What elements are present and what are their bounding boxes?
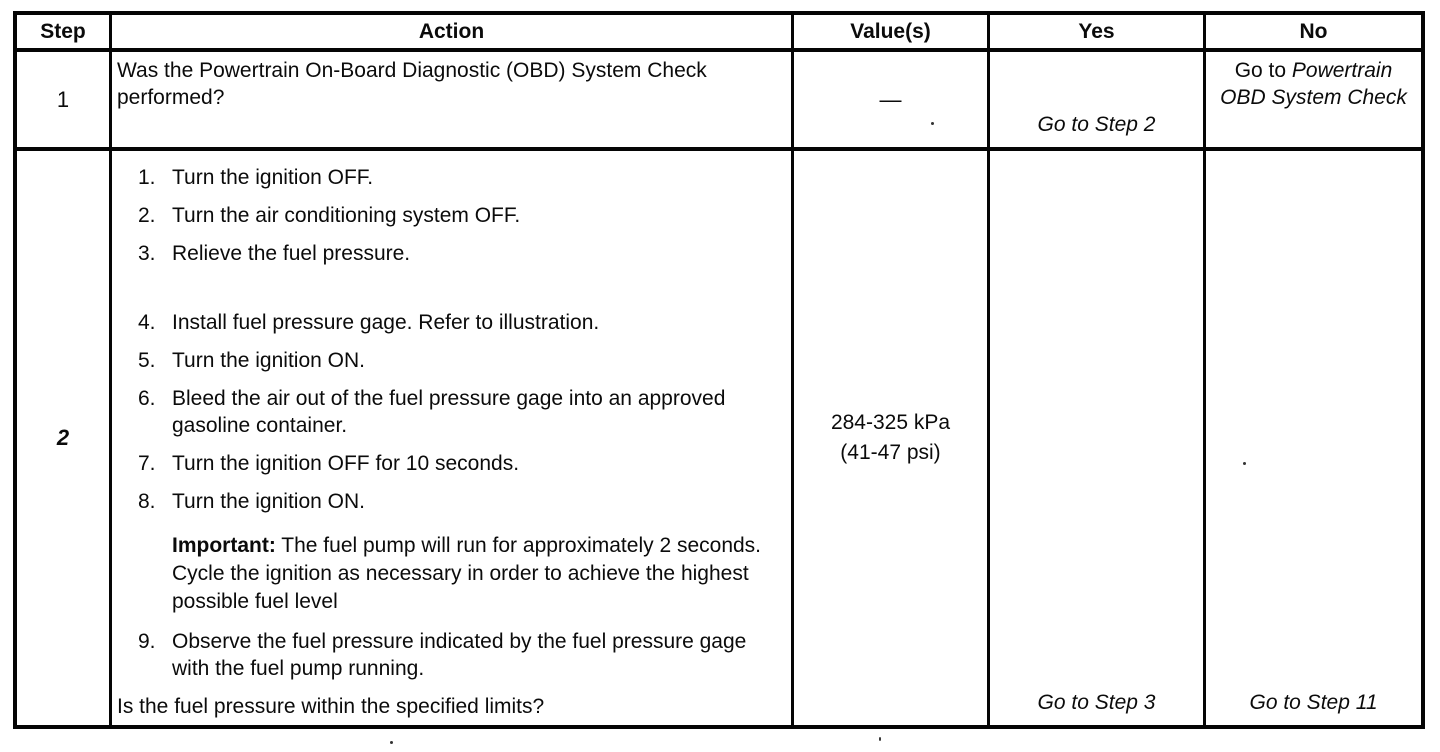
item-number: 8. (138, 490, 156, 513)
item-text: Turn the ignition OFF for 10 seconds. (172, 452, 520, 475)
no-goto: Go to Step 11 (1249, 691, 1378, 714)
item-text: Turn the ignition OFF. (172, 166, 374, 189)
list-item: 1. Turn the ignition OFF. (138, 164, 783, 191)
row2-yes-cell: Go to Step 3 (990, 151, 1206, 725)
item-number: 1. (138, 166, 156, 189)
row1-step-cell: 1 (17, 52, 112, 151)
value-psi: (41-47 psi) (840, 441, 941, 464)
no-goto-prefix: Go to (1234, 59, 1292, 82)
list-item: 8. Turn the ignition ON. (138, 488, 783, 515)
header-action: Action (112, 15, 794, 52)
item-text: Turn the ignition ON. (172, 490, 365, 513)
item-number: 5. (138, 349, 156, 372)
action-question: Was the Powertrain On-Board Diagnostic (… (117, 59, 707, 109)
list-item: 4. Install fuel pressure gage. Refer to … (138, 309, 783, 336)
important-note: Important: The fuel pump will run for ap… (172, 532, 783, 616)
header-value: Value(s) (794, 15, 990, 52)
item-number: 6. (138, 387, 156, 410)
diagnostic-table: Step Action Value(s) Yes No 1 Was the Po… (13, 11, 1425, 729)
yes-goto: Go to Step 3 (1037, 691, 1156, 714)
item-text: Turn the air conditioning system OFF. (172, 204, 521, 227)
header-step: Step (17, 15, 112, 52)
scan-speck (1243, 462, 1246, 465)
list-item: 2. Turn the air conditioning system OFF. (138, 202, 783, 229)
no-goto: Go to Powertrain OBD System Check (1206, 52, 1421, 111)
yes-goto: Go to Step 2 (1037, 113, 1156, 136)
list-item: 3. Relieve the fuel pressure. (138, 240, 783, 267)
list-item: 7. Turn the ignition OFF for 10 seconds. (138, 450, 783, 477)
scan-speck (879, 737, 881, 741)
list-item: 5. Turn the ignition ON. (138, 347, 783, 374)
no-goto-target: Powertrain OBD System Check (1220, 59, 1407, 109)
action-procedure: 1. Turn the ignition OFF. 2. Turn the ai… (112, 151, 791, 725)
important-text: The fuel pump will run for approximately… (172, 534, 762, 613)
list-item: 9. Observe the fuel pressure indicated b… (138, 628, 783, 682)
step-number: 1 (56, 86, 70, 112)
item-text: Bleed the air out of the fuel pressure g… (172, 387, 726, 437)
step-number: 2 (56, 425, 70, 450)
list-item: 6. Bleed the air out of the fuel pressur… (138, 385, 783, 439)
item-number: 2. (138, 204, 156, 227)
item-number: 3. (138, 242, 156, 265)
row2-action-cell: 1. Turn the ignition OFF. 2. Turn the ai… (112, 151, 794, 725)
row2-value-cell: 284-325 kPa (41-47 psi) (794, 151, 990, 725)
header-no: No (1206, 15, 1421, 52)
final-question: Is the fuel pressure within the specifie… (117, 695, 545, 718)
row2-step-cell: 2 (17, 151, 112, 725)
item-number: 9. (138, 630, 156, 653)
item-number: 4. (138, 311, 156, 334)
row2-no-cell: Go to Step 11 (1206, 151, 1421, 725)
item-text: Relieve the fuel pressure. (172, 242, 411, 265)
value-kpa: 284-325 kPa (830, 411, 951, 434)
item-number: 7. (138, 452, 156, 475)
important-label: Important: (172, 534, 276, 557)
row1-action-cell: Was the Powertrain On-Board Diagnostic (… (112, 52, 794, 151)
row1-no-cell: Go to Powertrain OBD System Check (1206, 52, 1421, 151)
item-text: Install fuel pressure gage. Refer to ill… (172, 311, 600, 334)
item-text: Observe the fuel pressure indicated by t… (172, 630, 747, 680)
value-dash: — (879, 86, 902, 112)
item-text: Turn the ignition ON. (172, 349, 365, 372)
header-yes: Yes (990, 15, 1206, 52)
row1-value-cell: — (794, 52, 990, 151)
scan-speck (390, 741, 393, 744)
row1-yes-cell: Go to Step 2 (990, 52, 1206, 151)
scan-speck (931, 122, 934, 125)
